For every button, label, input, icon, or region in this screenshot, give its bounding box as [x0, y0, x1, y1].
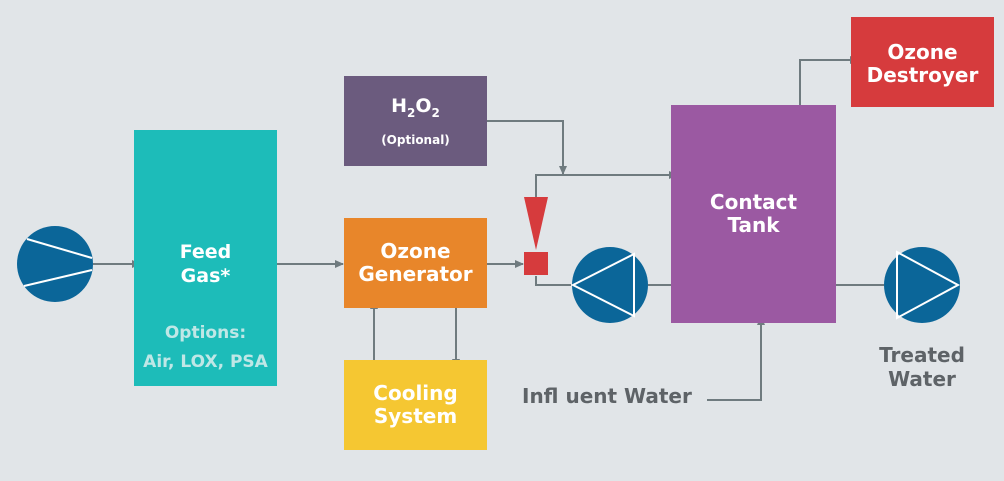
compressor-icon [17, 226, 93, 302]
contact-tank-line1: Contact [709, 190, 798, 214]
connector-injector-contact [535, 171, 678, 197]
h2o2-optional-note: (Optional) [381, 133, 450, 148]
pump-icon [570, 247, 648, 323]
feed-gas-options-heading: Options: [164, 323, 247, 343]
pump-icon [884, 247, 961, 323]
feed-gas-title: Feed Gas* [179, 241, 232, 287]
ozone-destroyer-line1: Ozone [887, 40, 958, 64]
cooling-system-line1: Cooling [373, 381, 458, 405]
ozone-generator-line1: Ozone [380, 239, 451, 263]
ozone-generator-line2: Generator [358, 262, 473, 286]
ozone-generator-box: Ozone Generator [344, 218, 487, 308]
feed-gas-options: Air, LOX, PSA [143, 352, 268, 372]
treated-water-label: Treated Water [858, 343, 986, 391]
connector-contact-destroyer [799, 56, 859, 105]
cooling-system-line2: System [373, 404, 458, 428]
influent-water-label: Infl uent Water [522, 384, 692, 408]
contact-tank-line2: Tank [727, 213, 780, 237]
connector-influent-contact [707, 316, 765, 401]
h2o2-formula: H2O2 [391, 94, 440, 120]
cooling-system-box: Cooling System [344, 360, 487, 450]
connector-injector-pump [535, 276, 571, 286]
venturi-injector-icon [524, 197, 548, 275]
h2o2-box: H2O2 (Optional) [344, 76, 487, 166]
ozone-destroyer-line2: Destroyer [866, 63, 979, 87]
treated-water-line1: Treated [879, 343, 965, 367]
connector-h2o2-line [487, 120, 567, 175]
ozone-destroyer-box: Ozone Destroyer [851, 17, 994, 107]
connectors [93, 56, 884, 401]
contact-tank-box: Contact Tank [671, 105, 836, 323]
feed-gas-box: Feed Gas* Options: Air, LOX, PSA [134, 130, 277, 386]
treated-water-line2: Water [888, 367, 956, 391]
